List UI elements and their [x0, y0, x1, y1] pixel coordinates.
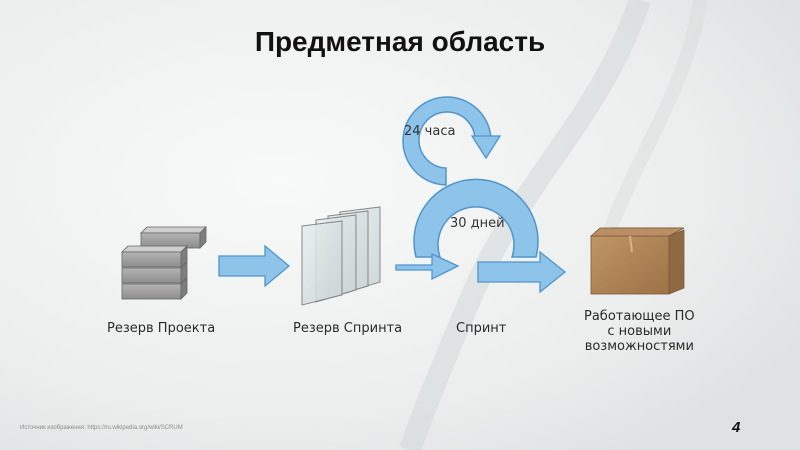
- daily-loop-arc: [402, 96, 492, 186]
- stacked-blocks-icon: [121, 226, 207, 300]
- daily-loop-label: 24 часа: [404, 124, 456, 139]
- image-source-note: Источник изображения: https://ru.wikiped…: [20, 425, 183, 431]
- block: [121, 245, 188, 268]
- slide-title: Предметная область: [254, 26, 546, 57]
- block: [140, 226, 207, 249]
- sprint-exit-arrow: [477, 250, 567, 294]
- label-line: с новыми: [607, 324, 672, 339]
- sprint-loop-label: 30 дней: [450, 216, 505, 231]
- sprint-loop-icon: [395, 96, 567, 294]
- stage-label-sprint-backlog: Резерв Спринта: [293, 321, 403, 336]
- label-line: возможностями: [584, 339, 694, 354]
- label-line: Работающее ПО: [584, 309, 695, 324]
- block: [121, 277, 188, 300]
- page-number: 4: [732, 419, 741, 436]
- panel: [301, 220, 343, 306]
- stage-label-working-software: Работающее ПО с новыми возможностями: [584, 309, 695, 354]
- daily-loop-arrowhead: [470, 135, 502, 160]
- box-icon: [589, 227, 685, 295]
- stage-label-sprint: Спринт: [456, 321, 507, 336]
- sprint-loop-arrowhead: [395, 252, 460, 281]
- sprint-loop-arc: [413, 178, 539, 258]
- block: [121, 261, 188, 284]
- flow-arrow: [218, 244, 291, 288]
- glass-panels-icon: [301, 206, 381, 306]
- stage-label-product-backlog: Резерв Проекта: [107, 321, 216, 336]
